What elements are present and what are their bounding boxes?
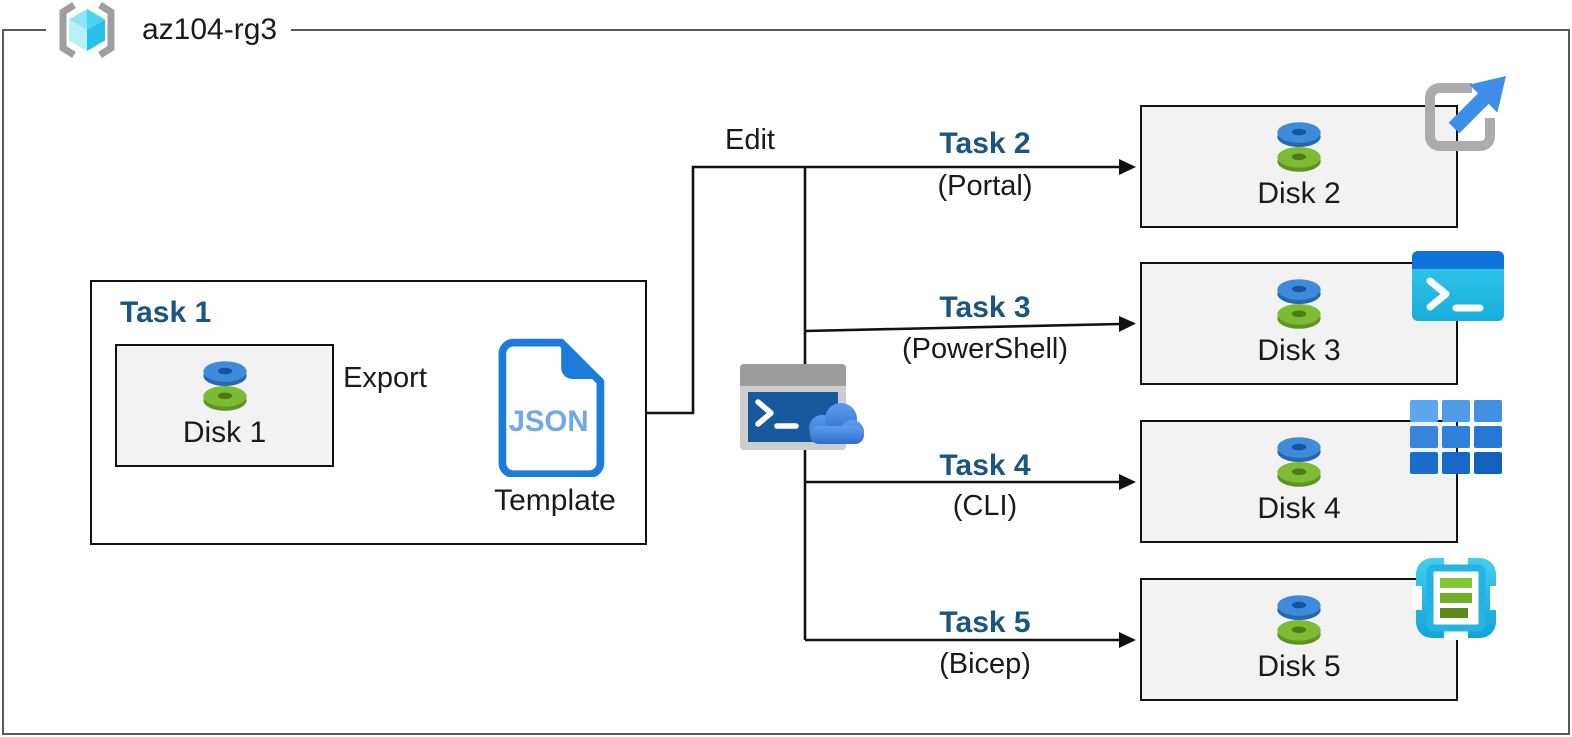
disk-icon — [192, 356, 258, 416]
task4-label: Task 4 — [939, 449, 1031, 482]
resource-group-header: az104-rg3 — [46, 0, 292, 60]
disk3-label: Disk 3 — [1257, 334, 1341, 367]
disk1-box: Disk 1 — [115, 344, 334, 467]
disk1-label: Disk 1 — [182, 416, 267, 449]
edit-label: Edit — [725, 124, 775, 156]
task5-label: Task 5 — [939, 606, 1031, 639]
task3-label: Task 3 — [939, 291, 1031, 324]
bicep-template-icon — [1412, 556, 1504, 640]
disk-icon — [1266, 117, 1332, 177]
task5-method-label: (Bicep) — [939, 648, 1031, 680]
task5-arrowhead — [1119, 632, 1136, 648]
azure-portal-icon — [1412, 66, 1510, 160]
resource-group-name: az104-rg3 — [142, 13, 278, 46]
disk-icon — [1266, 590, 1332, 650]
task4-arrowhead — [1119, 474, 1136, 490]
edit-task2-line — [647, 165, 1121, 415]
resource-group-border — [2, 29, 1570, 735]
task3-method-label: (PowerShell) — [902, 333, 1068, 365]
disk-icon — [1266, 274, 1332, 334]
cloud-shell-icon — [740, 364, 870, 456]
disk2-label: Disk 2 — [1257, 177, 1341, 210]
disk5-label: Disk 5 — [1257, 650, 1341, 683]
task1-title: Task 1 — [120, 296, 212, 329]
powershell-icon — [1410, 249, 1506, 323]
json-doc-text: JSON — [509, 405, 589, 438]
task2-label: Task 2 — [939, 127, 1031, 160]
task3-arrowhead — [1119, 316, 1136, 332]
export-label: Export — [343, 362, 427, 394]
task2-method-label: (Portal) — [937, 170, 1033, 202]
disk4-box: Disk 4 — [1140, 420, 1458, 543]
task4-method-label: (CLI) — [952, 490, 1018, 522]
template-label: Template — [494, 484, 616, 517]
disk3-box: Disk 3 — [1140, 262, 1458, 385]
resource-group-icon — [50, 0, 124, 60]
disk5-box: Disk 5 — [1140, 578, 1458, 701]
task3-line — [804, 322, 1121, 333]
json-template-icon: JSON — [494, 337, 606, 479]
disk4-label: Disk 4 — [1257, 492, 1341, 525]
disk-icon — [1266, 432, 1332, 492]
task2-arrowhead — [1119, 159, 1136, 175]
cli-icon — [1408, 399, 1504, 475]
disk2-box: Disk 2 — [1140, 105, 1458, 228]
